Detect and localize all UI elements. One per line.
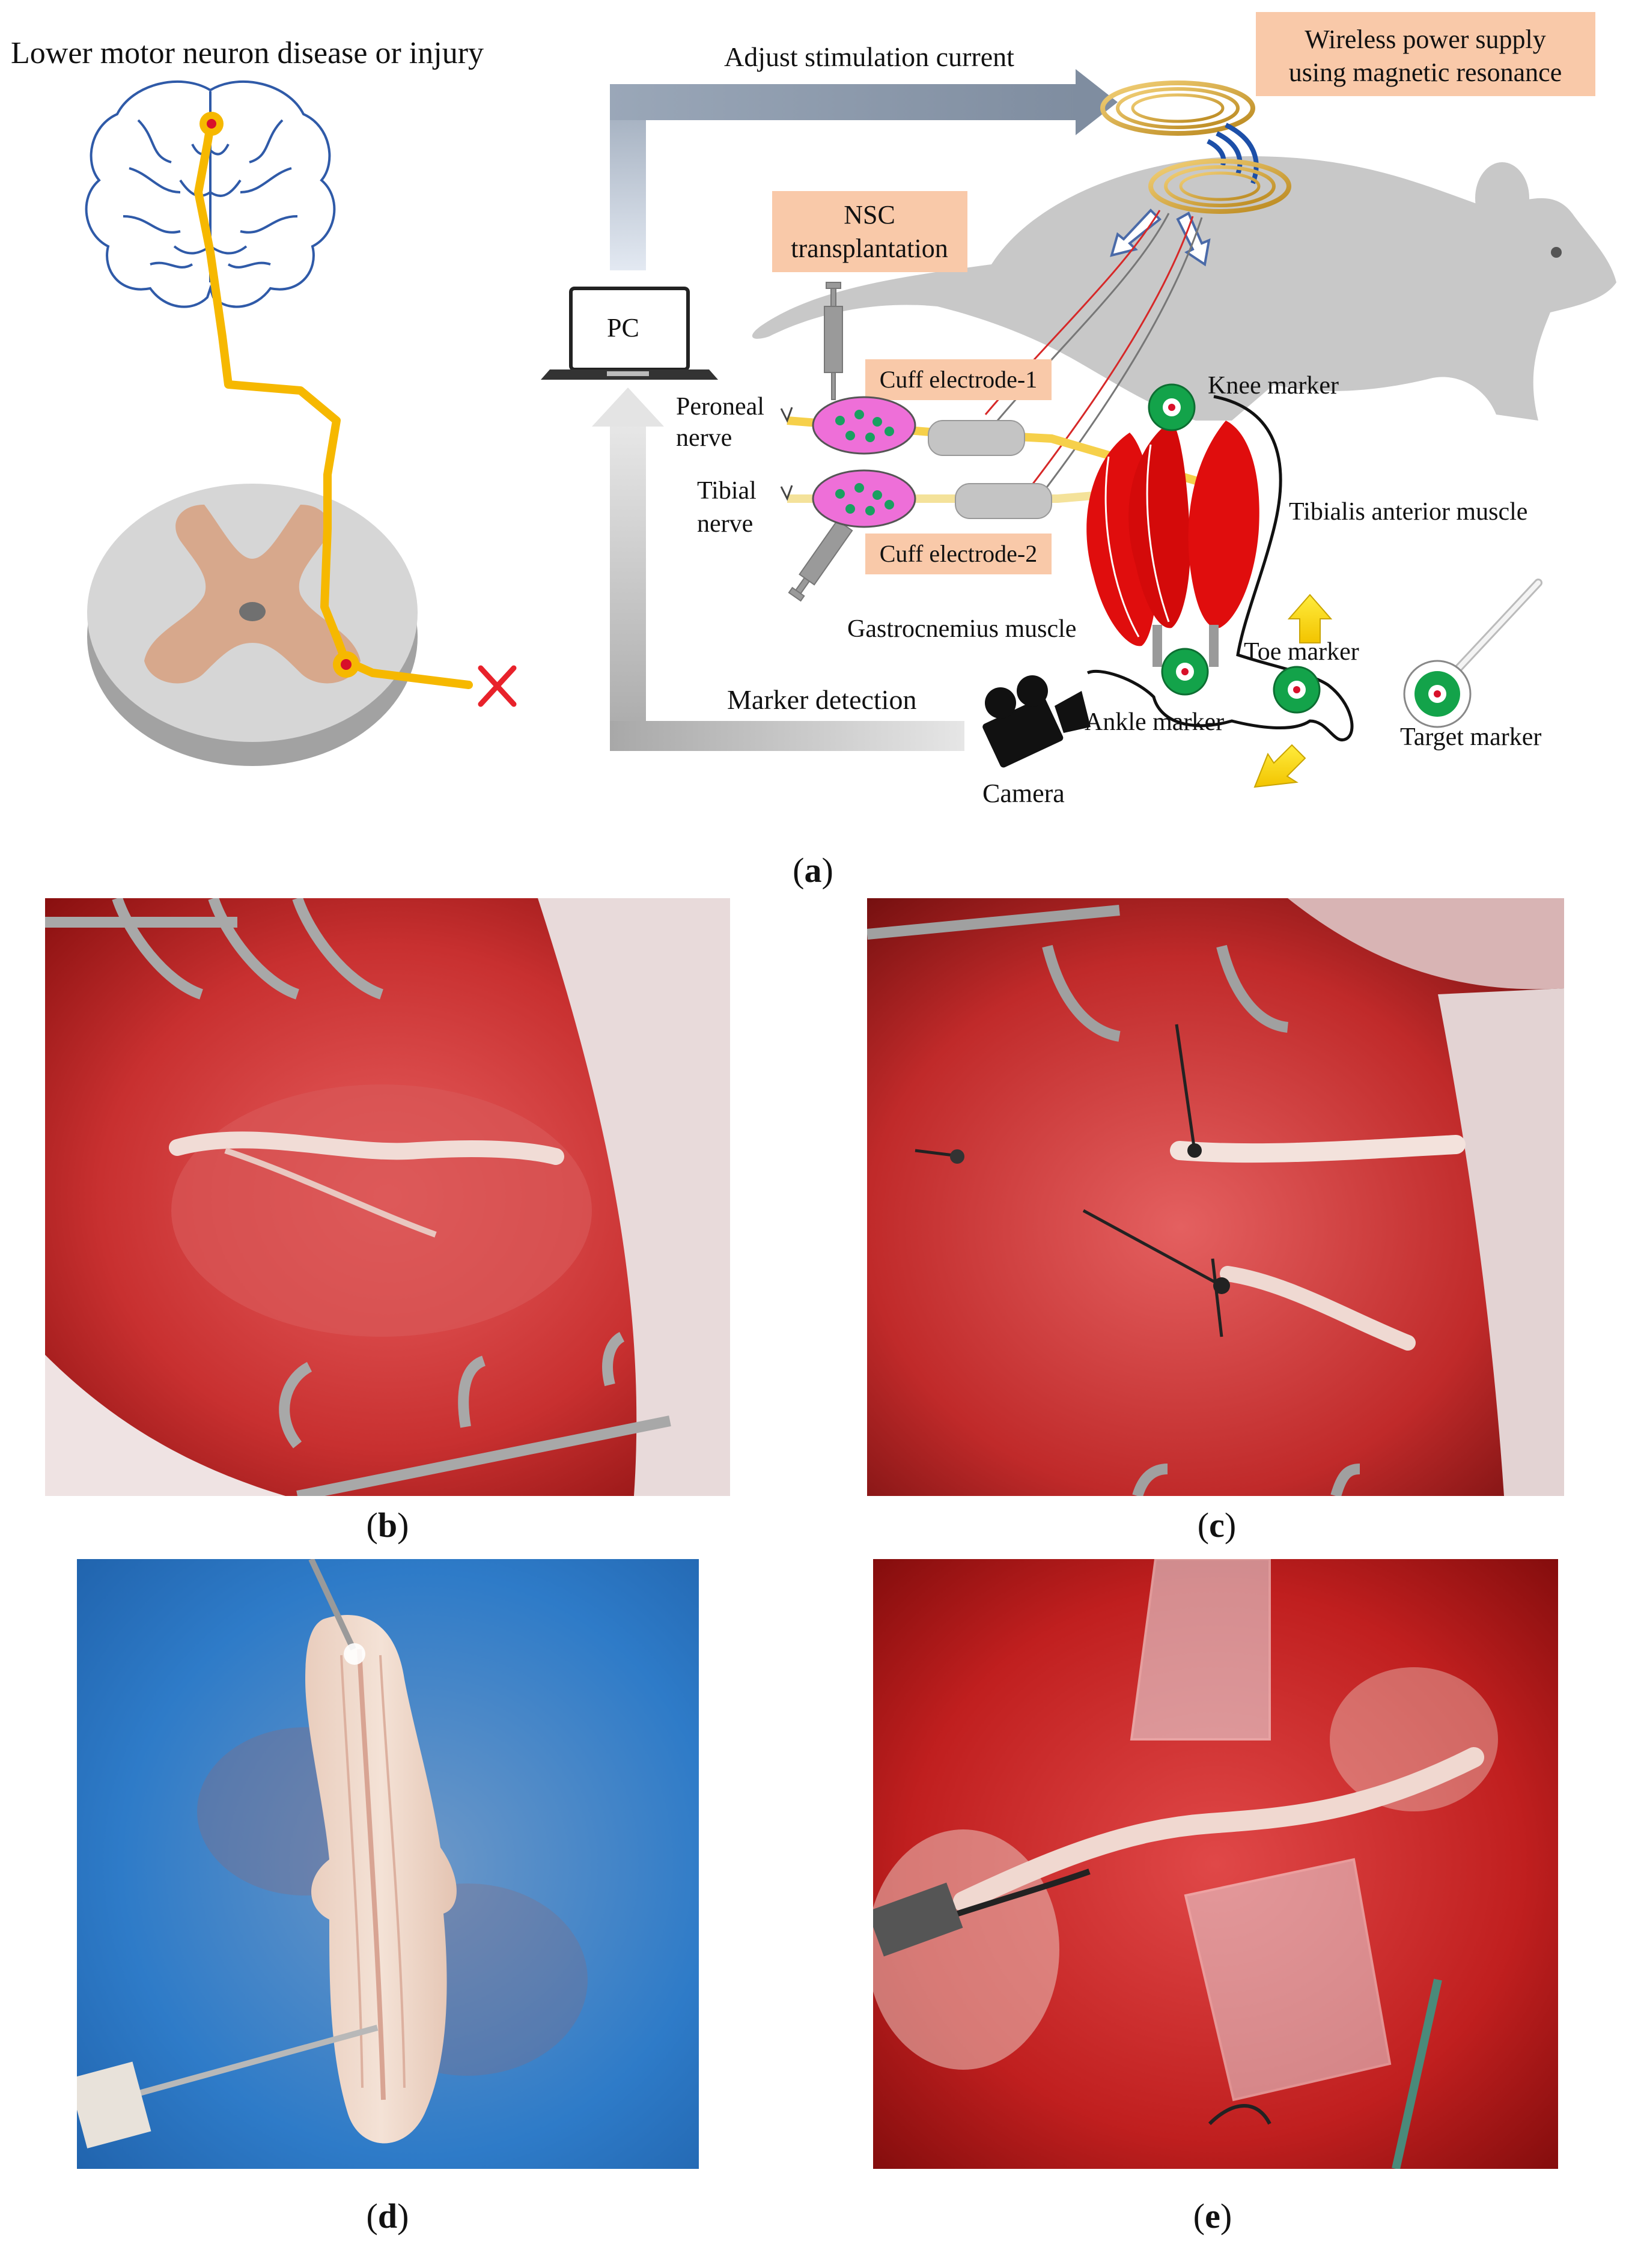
- tibialis-anterior-muscle: [1188, 421, 1259, 628]
- spinal-cord-icon: [87, 484, 418, 766]
- nsc-line-2: transplantation: [791, 234, 948, 263]
- marker-detection-arrow: [592, 388, 964, 751]
- peroneal-label-2: nerve: [676, 424, 732, 452]
- cuff-electrode-1: [928, 420, 1025, 456]
- photo-panel-c: [867, 898, 1564, 1496]
- cuff1-label: Cuff electrode-1: [880, 366, 1037, 393]
- caption-a: (a): [793, 851, 833, 890]
- toe-marker-label: Toe marker: [1244, 638, 1359, 666]
- tendons: [1153, 625, 1219, 667]
- leg-outline: [1086, 395, 1354, 742]
- marker-detection-label: Marker detection: [727, 684, 916, 715]
- power-direction-arrows: [1110, 208, 1211, 267]
- receiver-coil: [1148, 159, 1291, 214]
- camera-icon: [982, 675, 1091, 768]
- wireless-label-box: [1256, 12, 1595, 96]
- knee-marker-label: Knee marker: [1208, 372, 1339, 400]
- nsc-graft-tibial: [812, 469, 916, 528]
- target-marker-label: Target marker: [1400, 723, 1541, 751]
- laptop-icon: [541, 287, 718, 380]
- gastrocnemius-muscle: [1086, 421, 1190, 646]
- wireless-line-2: using magnetic resonance: [1289, 58, 1562, 87]
- adjust-current-label: Adjust stimulation current: [724, 41, 1014, 72]
- tibialis-label: Tibialis anterior muscle: [1289, 498, 1527, 526]
- photo-panel-e: [873, 1559, 1558, 2169]
- ankle-marker: [1161, 648, 1209, 696]
- peroneal-label-1: Peroneal: [676, 393, 764, 421]
- caption-c: (c): [1197, 1506, 1237, 1545]
- gastrocnemius-label: Gastrocnemius muscle: [847, 615, 1076, 643]
- caption-d: (d): [366, 2197, 409, 2236]
- rat-silhouette: [752, 156, 1616, 421]
- injury-cross-icon: [478, 665, 517, 707]
- transmitter-coil: [1100, 81, 1255, 136]
- target-marker: [1403, 579, 1542, 728]
- nsc-label-box: [772, 191, 967, 272]
- pc-label: PC: [607, 313, 639, 342]
- cuff2-label: Cuff electrode-2: [880, 540, 1037, 567]
- cuff1-label-box: [865, 359, 1052, 400]
- motion-arrow-down-icon: [1253, 744, 1306, 788]
- nsc-line-1: NSC: [844, 200, 895, 230]
- cuff-electrode-2: [955, 483, 1052, 519]
- photo-panel-d: [77, 1559, 699, 2169]
- cuff2-label-box: [865, 534, 1052, 574]
- tibial-label-2: nerve: [697, 510, 753, 538]
- title-lower-motor-neuron: Lower motor neuron disease or injury: [11, 36, 484, 70]
- ankle-marker-label: Ankle marker: [1085, 708, 1224, 736]
- schematic-panel-a: Lower motor neuron disease or injury Adj…: [11, 12, 1616, 808]
- syringe-icon-top: [824, 282, 843, 400]
- caption-e: (e): [1193, 2197, 1232, 2236]
- toe-marker: [1273, 666, 1321, 714]
- tibial-label-1: Tibial: [697, 477, 757, 505]
- caption-b: (b): [366, 1506, 409, 1545]
- nsc-graft-peroneal: [812, 396, 916, 455]
- knee-marker: [1148, 383, 1196, 431]
- wireless-line-1: Wireless power supply: [1305, 25, 1545, 54]
- camera-label: Camera: [982, 779, 1065, 808]
- photo-panel-b: [45, 898, 730, 1496]
- motion-arrow-up-icon: [1287, 594, 1333, 643]
- adjust-current-arrow: [610, 69, 1118, 270]
